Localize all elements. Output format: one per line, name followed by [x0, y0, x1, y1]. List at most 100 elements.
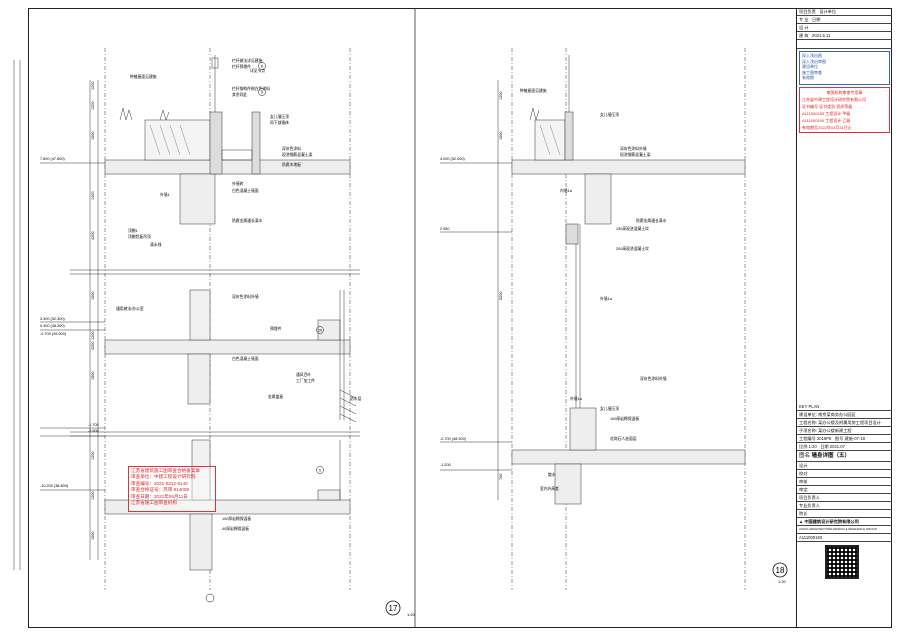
detail-number-right: 18 [776, 566, 785, 575]
callout-label: 顶棚铝板吊顶 [128, 234, 151, 239]
elevation-label: 3.300 (52.300) [40, 317, 65, 321]
callout-label: 防腐金属通长滴水 [232, 218, 263, 223]
tb-client: 建设单位: 南京某商务办公园区 [797, 411, 892, 419]
dimension-label: 1400 [91, 192, 95, 200]
tb-role: 项目负责人 [797, 494, 892, 502]
callout-label: 工厂加工件 [296, 378, 315, 383]
callout-label: 200高现浇混凝土坎 [616, 246, 649, 251]
stamp-line: 证书编号 证书类别 资质等级 [802, 104, 853, 109]
callout-label: 其余同此 [232, 92, 247, 97]
tb-role: 设计 [797, 462, 892, 470]
stamp-line: 建设单位 [802, 64, 818, 69]
stamp-line: 有效期至2022年03月31日止 [802, 125, 852, 130]
callout-label: 外墙1a [570, 396, 583, 401]
elevation-label: -1.200 [440, 463, 451, 467]
stamp-line: A111000190 工程设计 乙级 [802, 118, 851, 123]
tb-row: 专 业 日期 [797, 16, 892, 24]
callout-label: 女儿墙压顶 [600, 112, 619, 117]
detail-index-label: 9 [261, 90, 263, 94]
callout-label: 深灰色涂料外墙 [232, 294, 259, 299]
callout-label: 详见节点 [250, 68, 265, 73]
elevation-label: 2.950 [440, 227, 450, 231]
stamp-line: A111000183 工程设计 甲级 [802, 111, 851, 116]
callout-label: 防腐金属通长滴水 [636, 218, 667, 223]
tb-row [797, 40, 892, 49]
stamp-title: 深入浅出图 [802, 53, 822, 58]
tb-key-plan: KEY PLAN [797, 403, 892, 411]
detail-index-bubble [258, 88, 266, 96]
callout-label: 外墙1a [600, 296, 613, 301]
sheet-frame [28, 8, 892, 628]
callout-label: 白色混凝土墙面 [232, 356, 259, 361]
elevation-label: -0.700 (48.300) [440, 437, 467, 441]
tb-role: 校对 [797, 470, 892, 478]
dimension-label: 1000 [499, 132, 503, 140]
stamp-line: 审查编号：2021-0312-5140 [131, 480, 188, 486]
scale-left: 1:20 [407, 612, 416, 617]
dimension-label: 1000 [91, 532, 95, 540]
dimension-label: 1200 [91, 82, 95, 90]
review-stamp-red: 江苏省建筑施工图审查合格备案章 审查单位：中建工程设计研究院 审查编号：2021… [128, 466, 216, 512]
callout-label: 现浇钢筋混凝土梁 [282, 152, 313, 157]
tb-row: 项目负责 设计单位 [797, 8, 892, 16]
callout-label: 种植屋面见建施 [520, 88, 547, 93]
tb-role: 专业负责人 [797, 502, 892, 510]
tb-jobno: 工程编号 2019P8 图号 建施-07-18 [797, 435, 892, 443]
stamp-line: 审查单位：中建工程设计研究院 [131, 474, 196, 480]
callout-label: 100厚岩棉保温板 [610, 416, 639, 421]
tb-role: 审定 [797, 486, 892, 494]
dimension-label: 1000 [91, 292, 95, 300]
callout-label: 散水 [548, 472, 556, 477]
elevation-label: 0.300 (48.300) [40, 324, 65, 328]
elevation-label: -1.700 [88, 423, 99, 427]
review-stamp-top: 审图机构审查专用章 江苏省中建工程设计研究院有限公司 证书编号 证书类别 资质等… [799, 87, 890, 133]
tb-firm-en: CHINA ARCHITECTURE DESIGN & RESEARCH GRO… [797, 526, 892, 534]
firm-logo-icon: ▲ [799, 519, 804, 524]
title-block: 项目负责 设计单位 专 业 日期 设 计 建 筑 2021.6.11 深入浅出图… [796, 8, 892, 628]
callout-label: 栏杆钢构件刷白色涂料 [232, 86, 270, 91]
stamp-line: 有效期 [802, 75, 814, 80]
callout-label: 通风百叶 [296, 372, 311, 377]
callout-label: 40厚岩棉保温板 [222, 526, 249, 531]
dimension-label: 1200 [91, 492, 95, 500]
tb-role: 院长 [797, 510, 892, 518]
stamp-line: 江苏省中建工程设计研究院有限公司 [802, 97, 866, 102]
review-stamp-blue: 深入浅出图 深入浅出审图 建设单位 施工图审查 有效期 [799, 51, 890, 85]
stamp-title: 审图机构审查专用章 [826, 90, 863, 95]
callout-label: 防腐木地板 [282, 162, 301, 167]
callout-label: 顶棚1 [128, 228, 138, 233]
callout-label: 预埋件 [270, 326, 282, 331]
detail-index-label: 5 [319, 468, 321, 472]
callout-label: 100厚岩棉保温板 [222, 516, 251, 521]
callout-label: 现浇钢筋混凝土梁 [620, 152, 651, 157]
dimension-label: 1500 [91, 372, 95, 380]
detail-index-bubble [316, 326, 324, 334]
callout-label: 女儿墙压顶 [270, 114, 289, 119]
callout-label: 花岗石人造面层 [610, 436, 637, 441]
callout-label: 白色混凝土墙面 [232, 188, 259, 193]
dimension-label: 1200 [91, 332, 95, 340]
callout-label: 滴水线 [150, 242, 162, 247]
elevation-label: 7.800 (47.800) [40, 157, 65, 161]
callout-label: 深灰色涂料 [282, 146, 301, 151]
detail-index-label: 8 [261, 64, 263, 68]
blank-area [797, 135, 892, 403]
callout-label: 内墙1a [560, 188, 573, 193]
dimension-label: 5200 [499, 292, 503, 300]
callout-label: 室内外高差 [540, 486, 559, 491]
dimension-label: 1200 [91, 452, 95, 460]
callout-label: 外墙1 [160, 192, 170, 197]
elevation-label: -2.500 [88, 429, 99, 433]
stamp-line: 审查合格证号：苏审 914009 [131, 487, 189, 493]
tb-row: 建 筑 2021.6.11 [797, 32, 892, 40]
tb-scale: 比例 1:20 日期 2021.07 [797, 443, 892, 451]
callout-label: 外墙砖 [232, 181, 244, 186]
elevation-label: -10.200 (38.800) [40, 484, 69, 488]
callout-label: 栏杆做法详见建施 [232, 58, 263, 63]
detail-number-left: 17 [389, 604, 398, 613]
tb-firm: ▲ 中国建筑设计研究院有限公司 [797, 518, 892, 526]
callout-label: 栏杆预埋件 [232, 64, 251, 69]
dimension-label: 4200 [91, 342, 95, 350]
